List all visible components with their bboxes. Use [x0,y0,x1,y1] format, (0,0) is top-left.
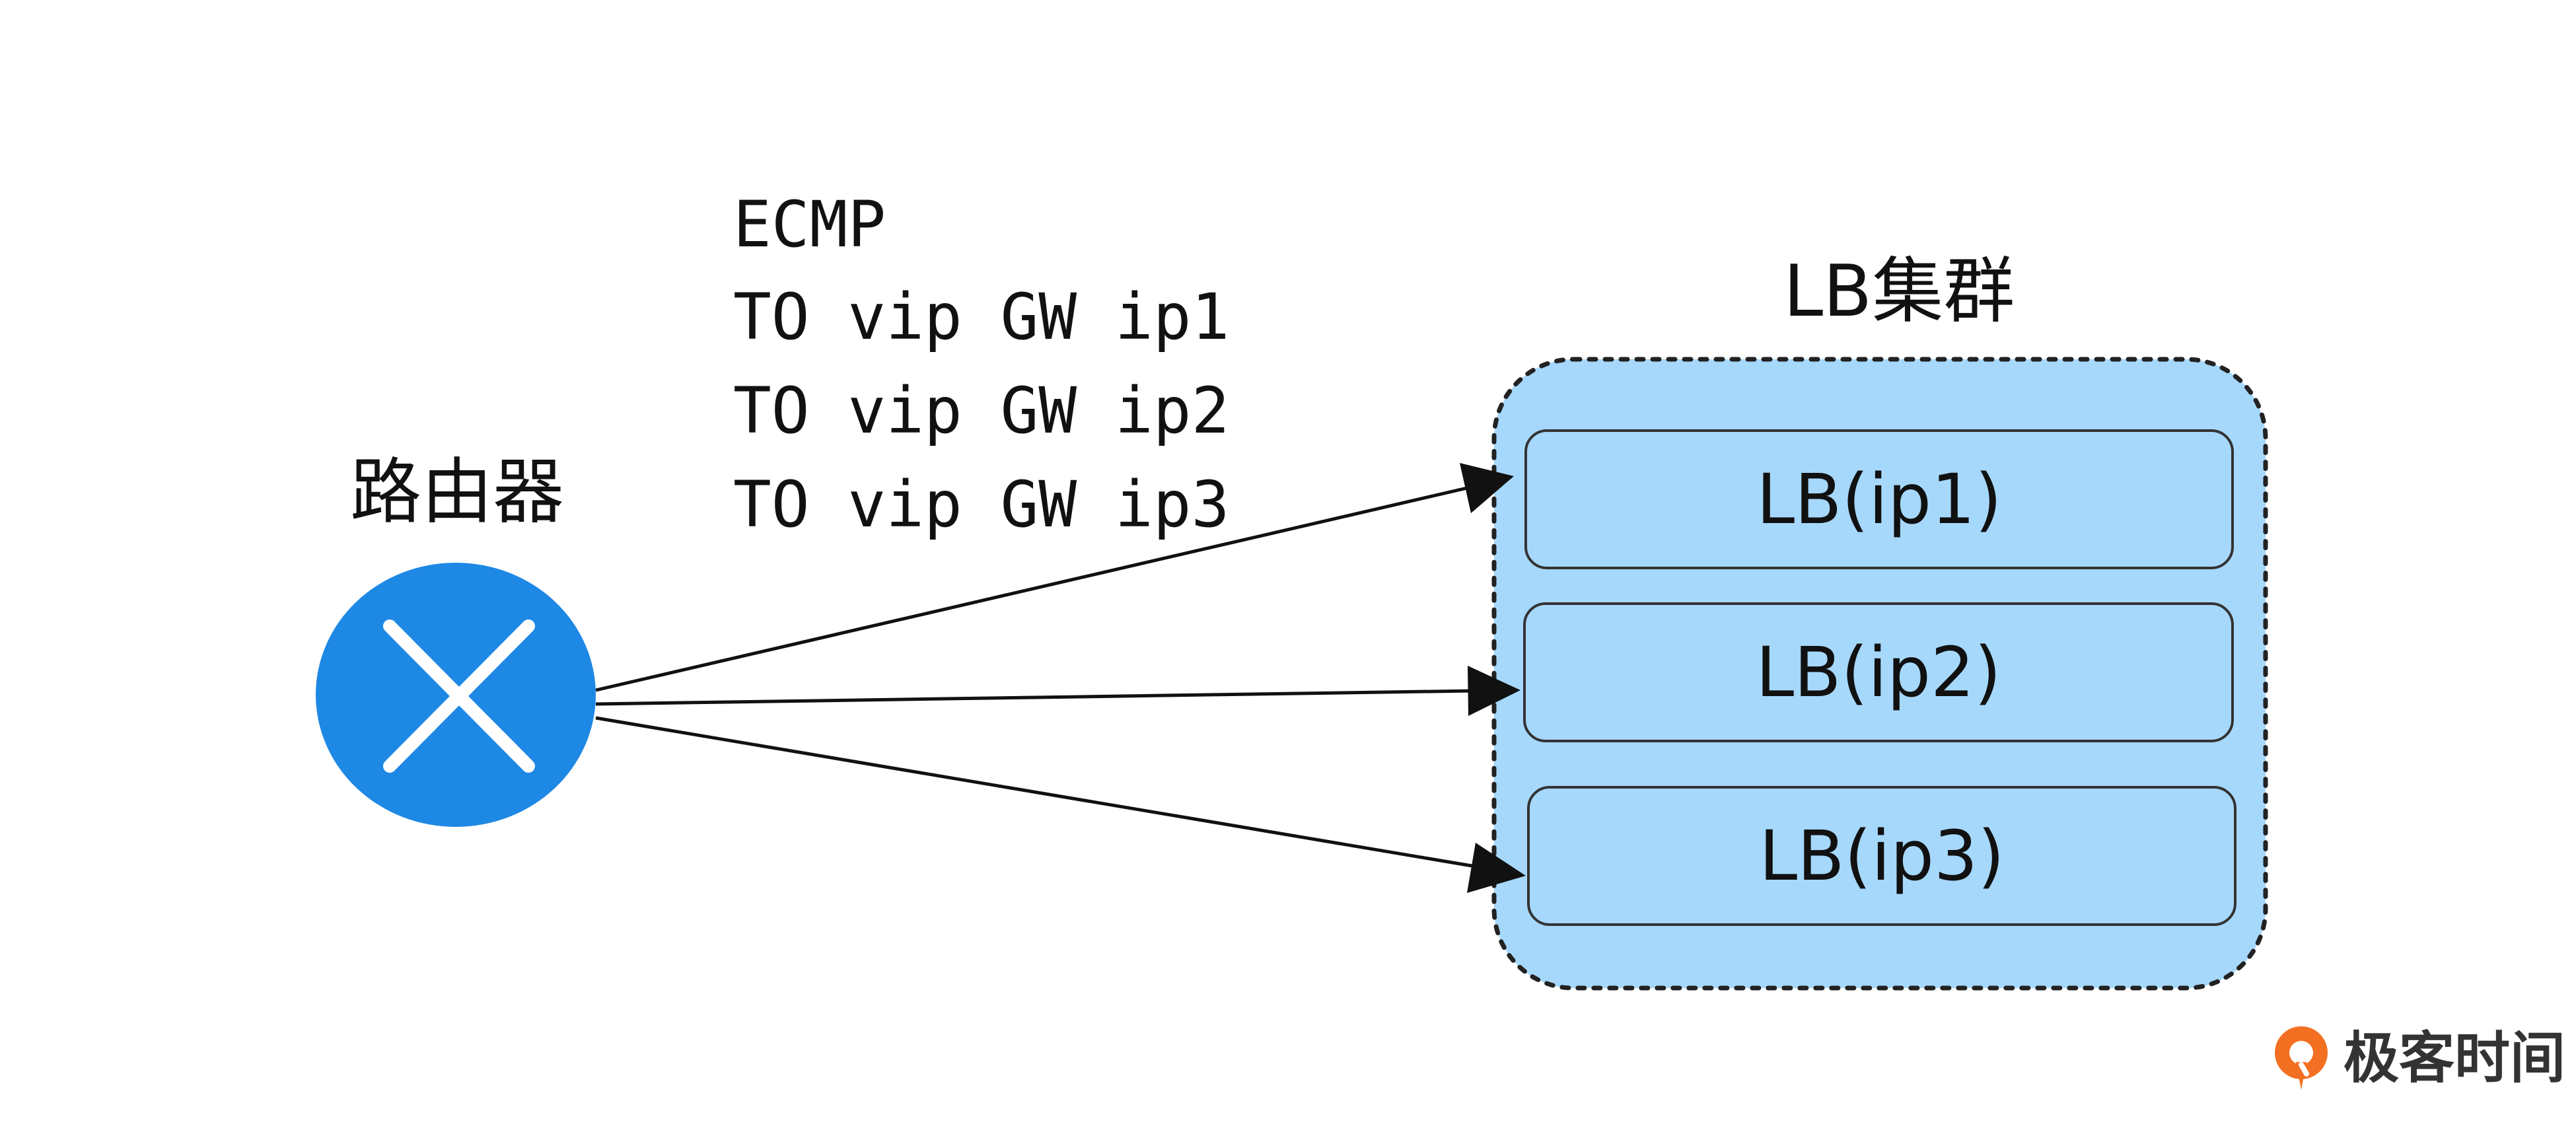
lb-node-ip1[interactable]: LB(ip1) [1524,429,2234,569]
arrow-to-lb-ip3 [595,716,1480,869]
arrowhead-ip2 [1468,666,1521,716]
geektime-logo-icon [2275,1026,2328,1090]
brand-watermark: 极客时间 [2270,1024,2565,1092]
lb-node-label: LB(ip3) [1759,816,2005,896]
lb-node-label: LB(ip1) [1756,459,2002,540]
lb-node-ip3[interactable]: LB(ip3) [1527,786,2236,926]
route-line-ip3: TO vip GW ip3 [733,468,1230,542]
ecmp-arrows [595,463,1526,893]
router-node[interactable] [316,563,596,827]
route-line-ip1: TO vip GW ip1 [733,280,1230,354]
lb-cluster-title: LB集群 [1783,250,2015,333]
arrow-to-lb-ip1 [595,485,1470,692]
arrowhead-ip3 [1467,843,1526,893]
arrow-to-lb-ip2 [595,689,1474,706]
lb-node-ip2[interactable]: LB(ip2) [1523,602,2234,742]
arrowhead-ip1 [1460,463,1514,513]
router-label: 路由器 [350,451,565,534]
router-cross-icon [383,619,535,773]
ecmp-protocol-label: ECMP [733,188,886,262]
route-line-ip2: TO vip GW ip2 [733,374,1230,448]
brand-name: 极客时间 [2343,1026,2566,1090]
lb-node-label: LB(ip2) [1756,632,2001,713]
